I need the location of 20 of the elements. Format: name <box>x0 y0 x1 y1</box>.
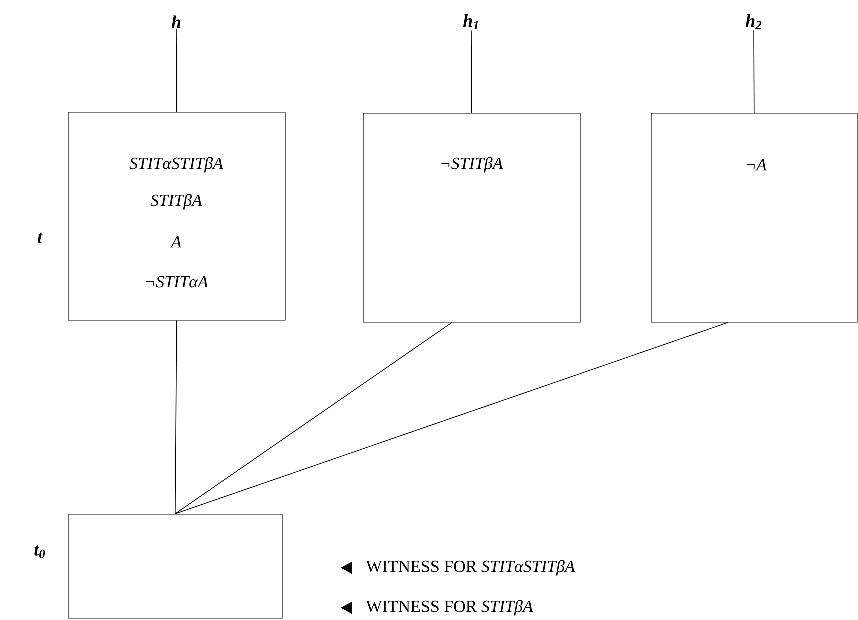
witness-note: WITNESS FOR STITβA <box>366 600 534 616</box>
empty-box <box>68 514 283 619</box>
history-label: h <box>172 16 181 28</box>
time-label: t <box>38 232 43 244</box>
connector-line <box>754 30 755 114</box>
connector-line <box>175 320 178 514</box>
time-label: t$_{0}$ <box>34 546 46 558</box>
witness-note: WITNESS FOR STITαSTITβA <box>366 560 576 576</box>
formula-line: STITβA <box>150 194 203 210</box>
connector-line <box>471 30 472 114</box>
history-label: h$_{2}$ <box>746 14 762 30</box>
formula-line: ¬A <box>746 159 767 171</box>
connector-line <box>175 322 728 514</box>
formula-line: ¬STITαA <box>146 276 208 288</box>
history-label: h$_{1}$ <box>463 14 478 30</box>
connector-line <box>176 29 178 112</box>
formula-line: A <box>170 236 182 248</box>
connector-line <box>175 322 452 514</box>
formula-line: ¬STITβA <box>442 157 504 173</box>
formula-line: STITαSTITβA <box>130 157 224 173</box>
